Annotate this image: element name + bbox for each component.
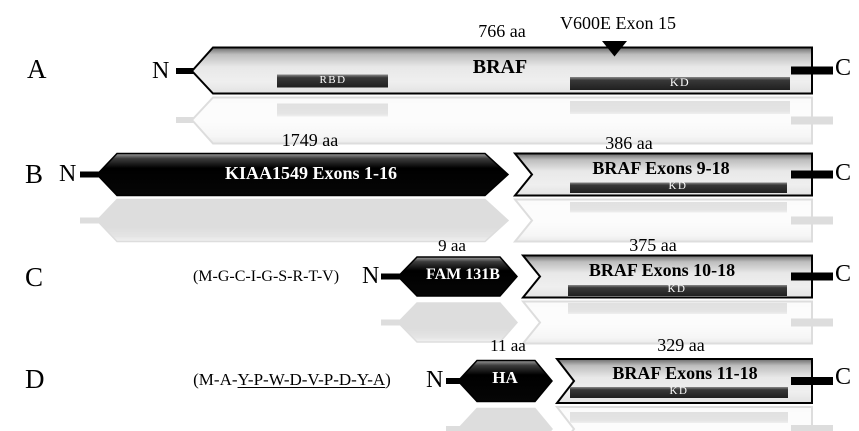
braf-name-label: BRAF <box>472 56 528 78</box>
fam131b-name-label: FAM 131B <box>426 266 500 283</box>
panel-d-shape-group <box>446 358 833 404</box>
kd-domain-label: KD <box>667 283 687 295</box>
n-terminus-tick <box>381 273 400 280</box>
braf-exons-9-18-name-label: BRAF Exons 9-18 <box>592 158 730 178</box>
panel-c-shape-group <box>381 254 833 299</box>
n-terminus-label: N <box>362 263 380 289</box>
kd-domain-bar <box>570 77 790 90</box>
ha-sequence-prefix: (M-A- <box>193 370 238 389</box>
ha-peptide-sequence: (M-A-Y-P-W-D-V-P-D-Y-A) <box>193 371 391 389</box>
kd-domain-label: KD <box>668 180 688 192</box>
panel-c-reflection <box>380 300 834 345</box>
n-terminus-tick <box>80 171 99 178</box>
c-terminus-tick <box>791 377 833 385</box>
panel-a-shape-group <box>176 46 833 95</box>
kd-domain-bar <box>570 182 787 193</box>
kd-domain-bar <box>570 387 788 398</box>
ha-tag-arrow-shape <box>456 359 553 403</box>
c-terminus-label: C <box>835 364 852 390</box>
kd-domain-bar <box>568 285 787 296</box>
ha-aa-count: 11 aa <box>490 336 526 355</box>
n-terminus-tick <box>176 68 194 74</box>
braf-aa-count: 766 aa <box>478 21 526 41</box>
braf-exons-11-18-name-label: BRAF Exons 11-18 <box>612 363 758 383</box>
c-terminus-label: C <box>835 261 852 287</box>
ha-sequence-suffix: ) <box>385 370 391 389</box>
c-terminus-tick <box>791 170 833 179</box>
n-terminus-tick <box>446 378 465 384</box>
braf-exons-11-18-aa-count: 329 aa <box>657 335 705 355</box>
n-terminus-label: N <box>152 58 170 84</box>
ha-sequence-underlined: Y-P-W-D-V-P-D-Y-A <box>237 370 386 389</box>
panel-c-label: C <box>25 262 44 292</box>
panel-b-shape-group <box>80 152 833 197</box>
fam131b-peptide-sequence: (M-G-C-I-G-S-R-T-V) <box>192 268 340 285</box>
panel-b-label: B <box>25 159 44 189</box>
v600e-exon15-label: V600E Exon 15 <box>560 13 676 33</box>
rbd-domain-bar <box>277 74 388 88</box>
kiaa1549-aa-count: 1749 aa <box>281 130 339 150</box>
braf-exons-10-18-aa-count: 375 aa <box>629 235 677 255</box>
kd-domain-label: KD <box>669 385 689 397</box>
v600e-marker-icon <box>602 41 627 57</box>
n-terminus-label: N <box>59 161 77 187</box>
fam131b-arrow-shape <box>396 256 518 297</box>
panel-d-reflection <box>445 406 834 431</box>
c-terminus-tick <box>791 66 833 75</box>
panel-d-label: D <box>25 364 45 394</box>
kiaa1549-arrow-shape <box>95 152 510 197</box>
kd-domain-label: KD <box>669 75 691 89</box>
c-terminus-tick <box>791 272 833 281</box>
fam131b-aa-count: 9 aa <box>438 236 466 255</box>
panel-a-reflection <box>175 96 834 145</box>
kiaa1549-name-label: KIAA1549 Exons 1-16 <box>224 163 398 183</box>
panel-a-label: A <box>27 54 47 84</box>
ha-name-label: HA <box>492 368 518 387</box>
c-terminus-label: C <box>835 160 852 186</box>
n-terminus-label: N <box>426 367 444 393</box>
braf-exons-9-18-aa-count: 386 aa <box>605 133 653 153</box>
braf-exons-10-18-name-label: BRAF Exons 10-18 <box>588 260 736 280</box>
c-terminus-label: C <box>835 55 852 81</box>
rbd-domain-label: RBD <box>319 74 347 86</box>
